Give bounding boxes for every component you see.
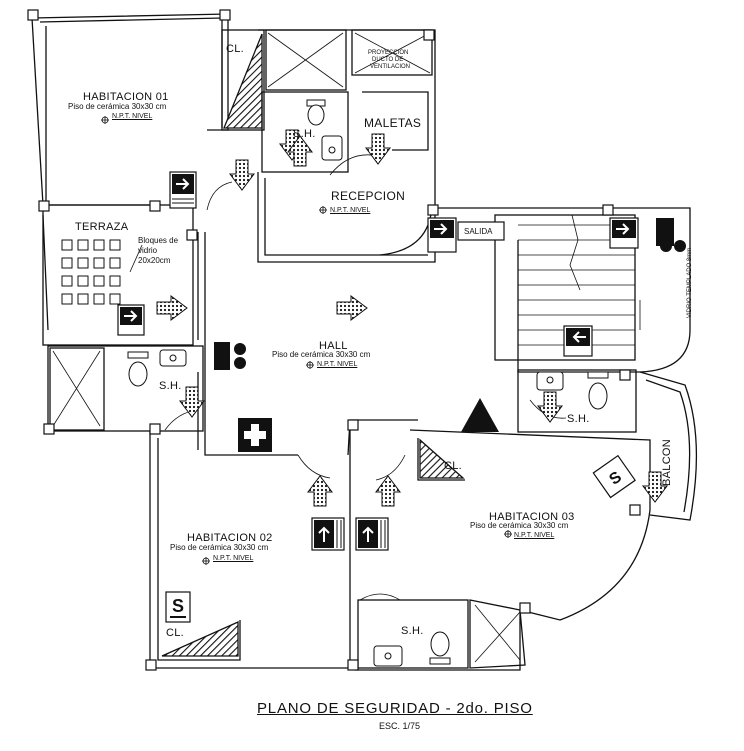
evacuation-arrow-right-icon xyxy=(336,295,368,321)
fire-extinguisher-icon xyxy=(214,342,246,370)
level-note: N.P.T. NIVEL xyxy=(514,532,555,539)
bathroom-label: S.H. xyxy=(159,380,182,392)
evacuation-arrow-down-icon xyxy=(365,133,391,165)
level-marker-icon xyxy=(101,116,512,565)
seguridad-sign-icon: S xyxy=(165,591,191,623)
room-name-habitacion03: HABITACION 03 xyxy=(489,511,575,523)
room-name-balcon: BALCON xyxy=(661,438,673,486)
wall-balcon xyxy=(639,371,698,521)
floor-note: Piso de cerámica 30x30 cm xyxy=(272,350,371,359)
ventilation-note-1: PROYECCION xyxy=(368,50,409,56)
wall-terraza xyxy=(42,204,194,346)
toilet-icon xyxy=(587,371,609,410)
floor-note: Piso de cerámica 30x30 cm xyxy=(170,543,269,552)
room-name-habitacion01: HABITACION 01 xyxy=(83,91,169,103)
exit-sign-left-icon xyxy=(563,325,593,357)
glass-blocks-grid xyxy=(61,239,121,305)
level-note: N.P.T. NIVEL xyxy=(213,555,254,562)
plan-title: PLANO DE SEGURIDAD - 2do. PISO xyxy=(257,700,533,717)
bathroom-label: S.H. xyxy=(567,413,590,425)
closet-label: CL. xyxy=(226,43,245,55)
room-name-terraza: TERRAZA xyxy=(75,221,129,233)
room-name-maletas: MALETAS xyxy=(364,116,422,130)
wall-habitacion03 xyxy=(355,429,651,671)
terraza-note-2: vidrio xyxy=(138,246,158,255)
fire-extinguisher-icon xyxy=(656,218,686,252)
sink-icon xyxy=(373,645,403,667)
salida-sign xyxy=(457,221,505,241)
evacuation-arrow-down-icon xyxy=(229,159,255,191)
room-name-recepcion: RECEPCION xyxy=(331,189,406,203)
wall-hall xyxy=(204,232,418,456)
toilet-icon xyxy=(429,631,451,665)
terraza-note-3: 20x20cm xyxy=(138,256,171,265)
room-name-habitacion02: HABITACION 02 xyxy=(187,532,273,544)
evacuation-arrow-down-icon xyxy=(179,386,205,418)
level-note: N.P.T. NIVEL xyxy=(317,361,358,368)
glass-note: VIDRIO TEMPLADO 8mm xyxy=(687,247,693,318)
svg-text:S: S xyxy=(172,596,184,616)
salida-sign-label: SALIDA xyxy=(464,227,493,236)
floor-note: Piso de cerámica 30x30 cm xyxy=(470,521,569,530)
closet-label: CL. xyxy=(444,460,463,472)
evacuation-arrow-down-icon xyxy=(537,391,563,423)
exit-sign-right-icon xyxy=(609,217,639,249)
wall-habitacion02 xyxy=(149,420,351,669)
sink-icon xyxy=(159,349,187,367)
exit-sign-right-icon xyxy=(117,304,145,336)
first-aid-cross-icon xyxy=(238,418,272,452)
warning-triangle-icon xyxy=(461,398,499,432)
evacuation-arrow-up-icon xyxy=(375,475,401,507)
ventilation-note-3: VENTILACION xyxy=(370,64,411,70)
bathroom-label: S.H. xyxy=(293,128,316,140)
evacuation-arrow-up-icon xyxy=(307,475,333,507)
plan-scale: ESC. 1/75 xyxy=(379,721,421,731)
room-name-hall: HALL xyxy=(319,340,348,352)
sink-icon xyxy=(536,371,564,391)
exit-sign-up-icon xyxy=(311,517,345,551)
evacuation-arrow-right-icon xyxy=(156,295,188,321)
toilet-icon xyxy=(127,351,149,387)
bathroom-label: S.H. xyxy=(401,625,424,637)
wall-recepcion xyxy=(257,29,436,263)
exit-sign-up-icon xyxy=(355,517,389,551)
ventilation-note-2: DUCTO DE xyxy=(372,57,404,63)
level-note: N.P.T. NIVEL xyxy=(112,113,153,120)
exit-sign-right-icon xyxy=(169,171,197,209)
sink-icon xyxy=(321,135,343,161)
seguridad-sign-icon: S xyxy=(592,454,636,499)
toilet-icon xyxy=(306,99,326,126)
terraza-note-1: Bloques de xyxy=(138,236,179,245)
closet-label: CL. xyxy=(166,627,185,639)
exit-sign-right-icon xyxy=(427,217,457,253)
level-note: N.P.T. NIVEL xyxy=(330,207,371,214)
floor-note: Piso de cerámica 30x30 cm xyxy=(68,102,167,111)
